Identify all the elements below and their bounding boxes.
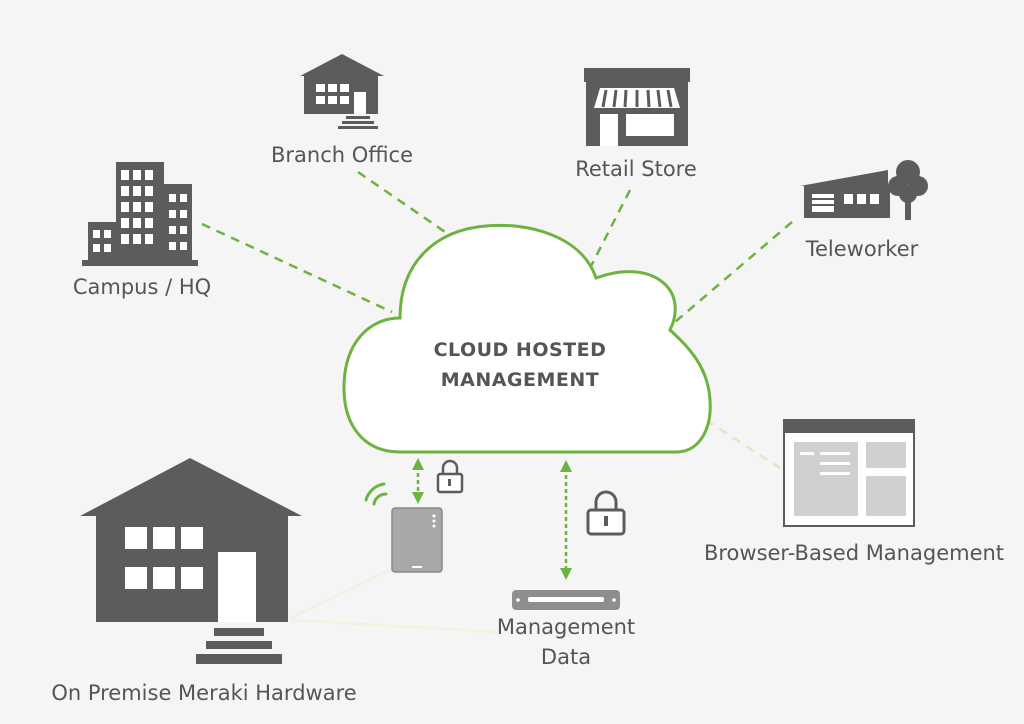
link-browser-cloud [705, 418, 781, 470]
padlock-icon [436, 459, 464, 494]
cloud-shape [342, 223, 712, 454]
link-retail-cloud [586, 189, 632, 273]
link-premise-ap [289, 568, 391, 620]
switch-appliance-icon [512, 590, 620, 610]
browser-window-icon [783, 419, 915, 527]
cloud-label-line2: MANAGEMENT [441, 369, 600, 391]
management-data-label-line1: Management [497, 615, 635, 639]
browser-management-label: Browser-Based Management [704, 541, 1004, 565]
office-building-icon [82, 162, 198, 266]
padlock-icon [586, 490, 626, 536]
retail-store-label: Retail Store [575, 157, 697, 181]
link-campus-cloud [201, 222, 393, 314]
connection-lines [201, 170, 793, 634]
campus-hq-label: Campus / HQ [73, 275, 211, 299]
premise-building-icon [80, 458, 302, 664]
data-cloud-arrow [560, 460, 572, 580]
on-premise-label: On Premise Meraki Hardware [51, 681, 356, 705]
teleworker-label: Teleworker [805, 237, 919, 261]
retail-store-icon [584, 68, 690, 146]
branch-house-icon [300, 54, 384, 129]
link-premise-switch [289, 618, 499, 634]
ap-cloud-arrow [412, 458, 424, 504]
teleworker-house-icon [800, 160, 928, 220]
wifi-signal-icon [364, 482, 388, 506]
cloud-label-line1: CLOUD HOSTED [434, 339, 607, 361]
management-data-label-line2: Data [541, 645, 591, 669]
link-branch-cloud [357, 170, 449, 236]
branch-office-label: Branch Office [271, 143, 413, 167]
access-point-icon [391, 507, 443, 573]
link-teleworker-cloud [667, 221, 793, 329]
